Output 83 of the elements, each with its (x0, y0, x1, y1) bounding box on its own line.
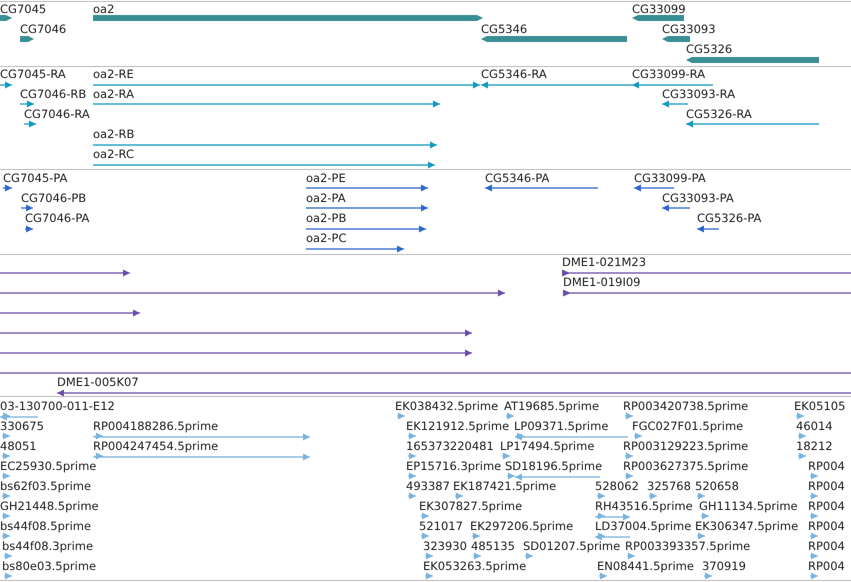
feature-label: CG33099-PA (634, 171, 706, 185)
feature-label: CG7046-PA (25, 211, 90, 225)
feature-label: 48051 (0, 439, 37, 453)
feature-label: SD18196.5prime (505, 459, 602, 473)
feature-label: CG7046-PB (21, 191, 86, 205)
feature-label: 493387 (406, 479, 450, 493)
feature-label: GH21448.5prime (0, 499, 99, 513)
feature-label: CG7046-RB (20, 87, 86, 101)
feature-label: RP004 (808, 519, 845, 533)
feature-label: RP004 (808, 479, 845, 493)
feature-label: CG5346-PA (485, 171, 550, 185)
feature-label: CG5346 (481, 22, 528, 36)
feature-label: RP004 (808, 499, 845, 513)
feature-label: oa2-RB (93, 127, 134, 141)
feature-label: CG5326 (686, 42, 732, 56)
feature-label: DME1-021M23 (562, 255, 646, 269)
feature-label: EK187421.5prime (453, 479, 556, 493)
feature-label: EK05105 (794, 399, 846, 413)
feature-label: oa2 (93, 2, 114, 16)
feature-label: oa2-PB (306, 211, 346, 225)
feature-label: CG5326-RA (686, 107, 752, 121)
feature-label: EK297206.5prime (470, 519, 574, 533)
feature-label: EK307827.5prime (419, 499, 522, 513)
feature-label: oa2-PE (306, 171, 346, 185)
feature-label: RP004247454.5prime (93, 439, 218, 453)
feature-label: EK053263.5prime (423, 559, 526, 573)
feature-label: CG7046 (20, 22, 66, 36)
feature-label: oa2-PA (306, 191, 346, 205)
feature-label: RP003129223.5prime (623, 439, 748, 453)
feature-label: EK038432.5prime (395, 399, 498, 413)
feature-label: oa2-RE (93, 67, 134, 81)
feature-label: 325768 (647, 479, 691, 493)
feature-label: 521017 (419, 519, 463, 533)
feature-label: CG33093 (662, 22, 716, 36)
feature-label: AT19685.5prime (504, 399, 600, 413)
feature-label: EK306347.5prime (695, 519, 798, 533)
feature-label: DME1-019I09 (563, 275, 640, 289)
feature-label: 528062 (595, 479, 639, 493)
feature-label: RP004188286.5prime (93, 419, 218, 433)
feature-label: 18212 (796, 439, 833, 453)
feature-label: 520658 (695, 479, 739, 493)
feature-label: RP003393357.5prime (625, 539, 750, 553)
feature-label: 03-130700-011-E12 (0, 399, 115, 413)
feature-label: RP004 (808, 559, 845, 573)
feature-label: CG33093-PA (662, 191, 734, 205)
feature-label: bs62f03.5prime (0, 479, 92, 493)
feature-label: CG7045-PA (3, 171, 68, 185)
feature-label: LP09371.5prime (514, 419, 608, 433)
feature-label: bs44f08.5prime (0, 519, 92, 533)
feature-label: RP003627375.5prime (623, 459, 748, 473)
feature-label: CG33099 (632, 2, 686, 16)
feature-label: CG7045-RA (0, 67, 66, 81)
feature-label: CG5326-PA (697, 211, 762, 225)
feature-label: EN08441.5prime (597, 559, 694, 573)
feature-label: oa2-PC (306, 231, 347, 245)
feature-label: CG7045 (0, 2, 46, 16)
feature-label: bs80e03.5prime (2, 559, 96, 573)
feature-label: RP004 (808, 459, 845, 473)
feature-label: EC25930.5prime (0, 459, 96, 473)
feature-label: 330675 (0, 419, 44, 433)
feature-label: LD37004.5prime (595, 519, 692, 533)
feature-label: GH11134.5prime (699, 499, 798, 513)
feature-label: LP17494.5prime (500, 439, 594, 453)
feature-label: 46014 (796, 419, 833, 433)
feature-label: 165373220481 (406, 439, 494, 453)
feature-label: 323930 (423, 539, 467, 553)
feature-label: CG33099-RA (632, 67, 706, 81)
feature-label: CG7046-RA (24, 107, 90, 121)
feature-label: CG5346-RA (481, 67, 547, 81)
feature-label: EK121912.5prime (406, 419, 510, 433)
feature-label: RH43516.5prime (595, 499, 693, 513)
feature-label: DME1-005K07 (57, 375, 139, 389)
feature-label: 485135 (471, 539, 515, 553)
feature-label: oa2-RA (93, 87, 134, 101)
feature-label: SD01207.5prime (523, 539, 620, 553)
feature-label: bs44f08.3prime (2, 539, 94, 553)
feature-label: 370919 (702, 559, 746, 573)
feature-label: CG33093-RA (662, 87, 736, 101)
feature-label: RP003420738.5prime (623, 399, 748, 413)
feature-label: oa2-RC (93, 147, 134, 161)
feature-label: RP004 (808, 539, 845, 553)
feature-label: FGC027F01.5prime (632, 419, 744, 433)
feature-label: EP15716.3prime (406, 459, 502, 473)
